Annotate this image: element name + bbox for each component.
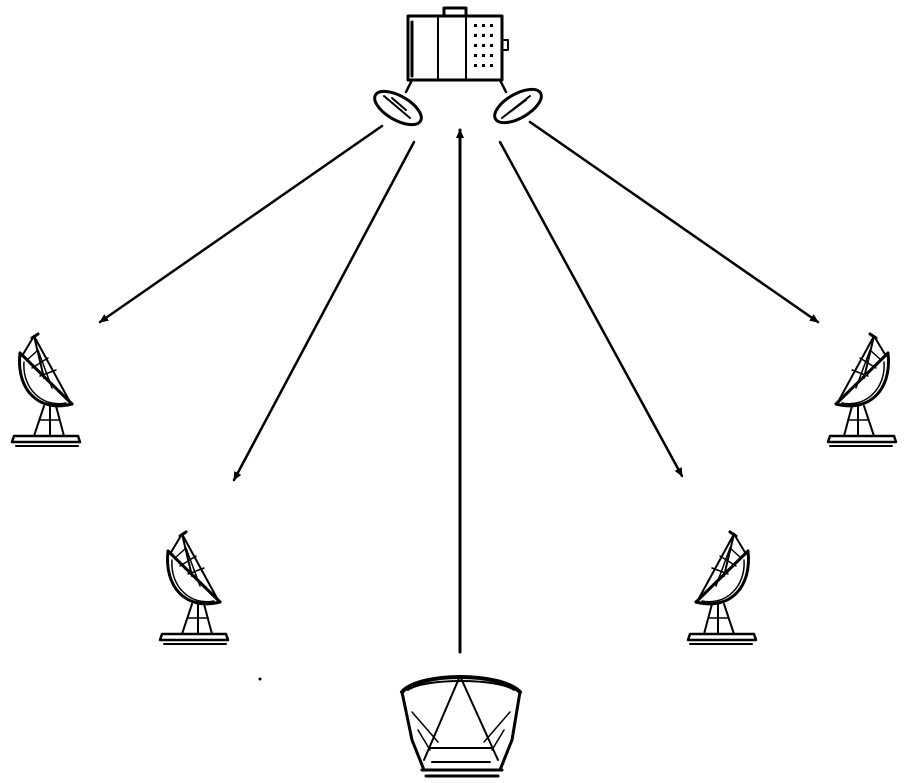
downlink-arrow-1 xyxy=(98,124,384,324)
stray-dot xyxy=(258,677,262,681)
uplink-antenna-icon xyxy=(400,675,522,778)
satellite-right-dish-icon xyxy=(493,87,543,125)
dish-antenna-icon xyxy=(686,530,758,646)
downlink-arrow-4 xyxy=(528,120,820,324)
downlink-arrow-3 xyxy=(498,140,684,478)
dish-antenna-icon xyxy=(826,332,898,448)
downlink-arrow-2 xyxy=(232,140,416,482)
dish-antenna-icon xyxy=(10,332,82,448)
satellite-icon xyxy=(373,6,543,127)
satellite-left-dish-icon xyxy=(373,89,423,127)
dish-antenna-icon xyxy=(158,530,230,646)
